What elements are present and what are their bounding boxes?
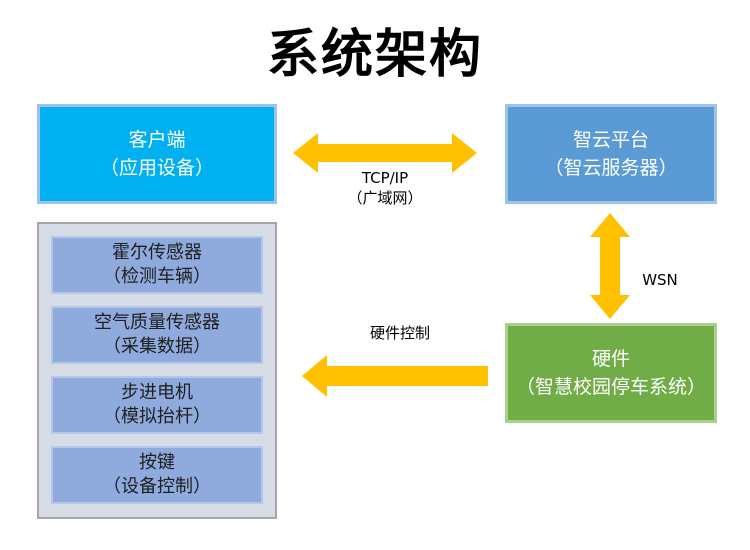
hardware-desc: （智慧校园停车系统） — [515, 376, 706, 398]
client-desc: （应用设备） — [99, 157, 214, 179]
hardware-control-arrow — [302, 355, 488, 397]
cloud-name: 智云平台 — [572, 129, 649, 151]
wsn-label: WSN — [642, 271, 678, 289]
module-air-quality-sensor: 空气质量传感器 （采集数据） — [51, 306, 263, 364]
wsn-double-arrow — [590, 213, 630, 319]
tcp-label: TCP/IP （广域网） — [330, 168, 440, 208]
module-name: 霍尔传感器 — [112, 242, 202, 263]
module-button: 按键 （设备控制） — [51, 446, 263, 504]
tcp-protocol: TCP/IP — [361, 169, 409, 187]
tcp-network: （广域网） — [347, 189, 423, 207]
module-stepper-motor: 步进电机 （模拟抬杆） — [51, 376, 263, 434]
module-hall-sensor: 霍尔传感器 （检测车辆） — [51, 236, 263, 294]
module-desc: （设备控制） — [103, 476, 211, 497]
cloud-platform-box: 智云平台 （智云服务器） — [505, 104, 717, 204]
modules-panel: 霍尔传感器 （检测车辆） 空气质量传感器 （采集数据） 步进电机 （模拟抬杆） … — [37, 222, 277, 519]
module-desc: （检测车辆） — [103, 266, 211, 287]
client-name: 客户端 — [128, 129, 186, 151]
module-name: 步进电机 — [121, 382, 193, 403]
tcp-double-arrow — [293, 133, 477, 173]
module-desc: （采集数据） — [103, 336, 211, 357]
module-name: 按键 — [139, 452, 175, 473]
module-desc: （模拟抬杆） — [103, 406, 211, 427]
hardware-box: 硬件 （智慧校园停车系统） — [505, 323, 717, 423]
page-title: 系统架构 — [266, 25, 483, 85]
hardware-control-label: 硬件控制 — [369, 324, 430, 342]
module-name: 空气质量传感器 — [94, 312, 220, 333]
cloud-desc: （智云服务器） — [544, 157, 678, 179]
hardware-name: 硬件 — [591, 348, 630, 370]
client-box: 客户端 （应用设备） — [37, 104, 277, 204]
